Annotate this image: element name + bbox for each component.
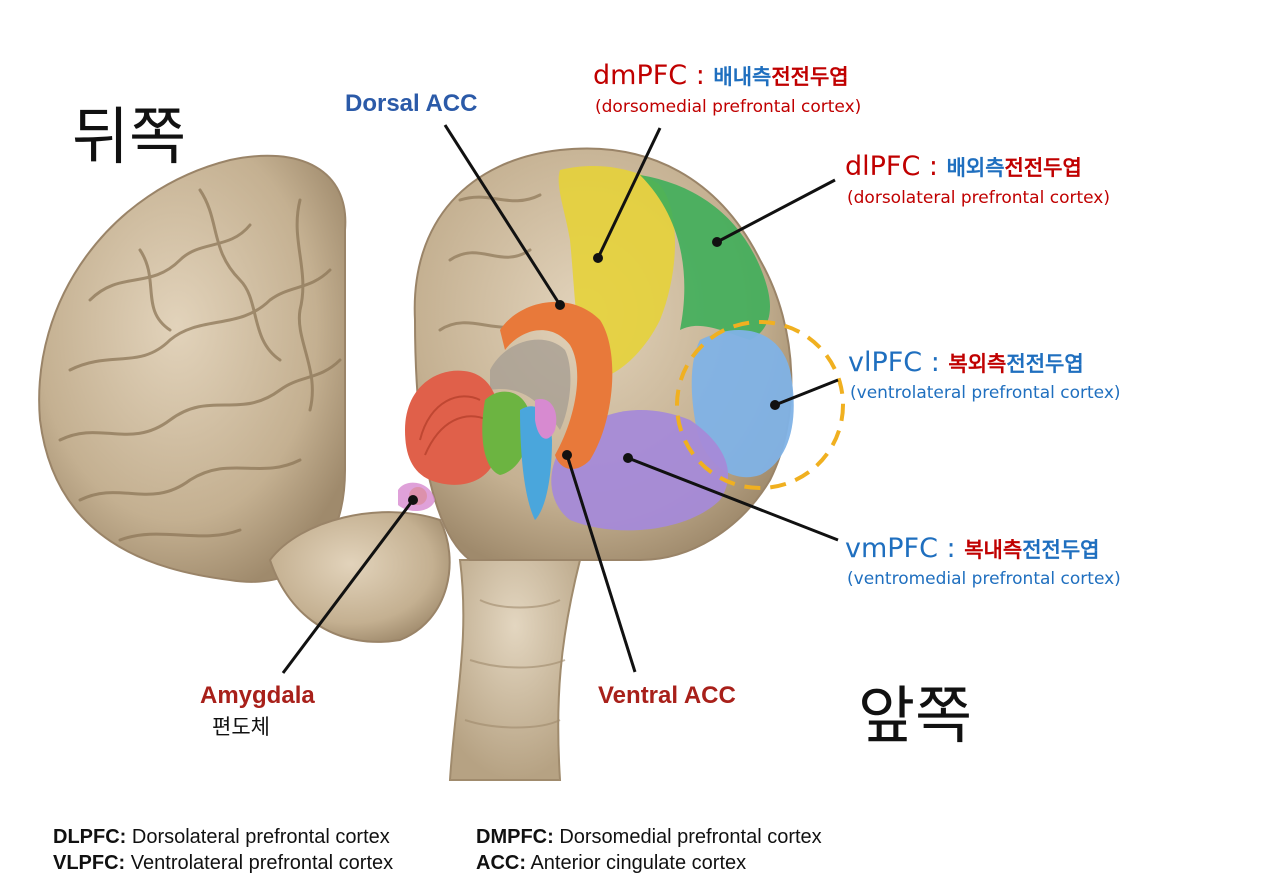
dlpfc-region xyxy=(640,175,770,340)
vmpfc-ko-a: 복내측 xyxy=(964,538,1023,562)
vlpfc-region xyxy=(691,330,794,478)
vlpfc-ko-b: 전전두엽 xyxy=(1006,352,1084,376)
dlpfc-ko-b: 전전두엽 xyxy=(1004,156,1082,180)
acc-region xyxy=(500,301,613,470)
vlpfc-sep: : xyxy=(922,347,949,378)
dmpfc-label: dmPFC : 배내측전전두엽 xyxy=(593,60,849,91)
vmpfc-full-name: (ventromedial prefrontal cortex) xyxy=(847,569,1121,589)
legend-abbr: DMPFC: xyxy=(476,826,554,848)
legend-abbr: DLPFC: xyxy=(53,826,127,848)
brainstem xyxy=(448,559,582,781)
front-direction-label: 앞쪽 xyxy=(858,679,973,752)
back-brain xyxy=(38,154,347,583)
legend-desc: Dorsomedial prefrontal cortex xyxy=(553,826,822,848)
legend-desc: Dorsolateral prefrontal cortex xyxy=(126,826,390,848)
vlpfc-highlight-circle xyxy=(675,320,845,490)
dmpfc-sep: : xyxy=(687,60,714,91)
dmpfc-ko-b: 전전두엽 xyxy=(771,65,849,89)
pink-region xyxy=(535,399,557,439)
vmpfc-abbr: vmPFC xyxy=(845,533,938,564)
leader-lines xyxy=(281,124,839,674)
legend-item-dlpfc: DLPFC: Dorsolateral prefrontal cortex xyxy=(53,826,390,849)
amygdala-korean-label: 편도체 xyxy=(212,715,270,739)
vlpfc-abbr: vlPFC xyxy=(848,347,923,378)
dmpfc-ko-a: 배내측 xyxy=(713,65,772,89)
dlpfc-full-name: (dorsolateral prefrontal cortex) xyxy=(847,188,1110,208)
dlpfc-label: dlPFC : 배외측전전두엽 xyxy=(845,151,1082,182)
vlpfc-label: vlPFC : 복외측전전두엽 xyxy=(848,347,1084,378)
legend-item-dmpfc: DMPFC: Dorsomedial prefrontal cortex xyxy=(476,826,822,849)
dmpfc-full-name: (dorsomedial prefrontal cortex) xyxy=(595,97,862,117)
legend-desc: Anterior cingulate cortex xyxy=(526,852,747,874)
amygdala-label: Amygdala xyxy=(200,682,315,709)
vlpfc-ko-a: 복외측 xyxy=(948,352,1007,376)
dlpfc-sep: : xyxy=(920,151,947,182)
legend-item-vlpfc: VLPFC: Ventrolateral prefrontal cortex xyxy=(53,852,393,875)
dorsal-acc-label: Dorsal ACC xyxy=(345,90,478,117)
vmpfc-sep: : xyxy=(937,533,965,564)
back-direction-label: 뒤쪽 xyxy=(72,100,187,173)
vlpfc-full-name: (ventrolateral prefrontal cortex) xyxy=(850,383,1121,403)
thalamus-green xyxy=(482,391,531,475)
dmpfc-abbr: dmPFC xyxy=(593,60,688,91)
ventral-acc-label: Ventral ACC xyxy=(598,682,736,709)
dlpfc-abbr: dlPFC xyxy=(845,151,921,182)
vmpfc-ko-b: 전전두엽 xyxy=(1022,538,1100,562)
legend-desc: Ventrolateral prefrontal cortex xyxy=(125,852,394,874)
legend-abbr: VLPFC: xyxy=(53,852,126,874)
legend-item-acc: ACC: Anterior cingulate cortex xyxy=(476,852,746,875)
legend-abbr: ACC: xyxy=(476,852,526,874)
dlpfc-ko-a: 배외측 xyxy=(946,156,1005,180)
vmpfc-label: vmPFC : 복내측전전두엽 xyxy=(845,533,1099,564)
